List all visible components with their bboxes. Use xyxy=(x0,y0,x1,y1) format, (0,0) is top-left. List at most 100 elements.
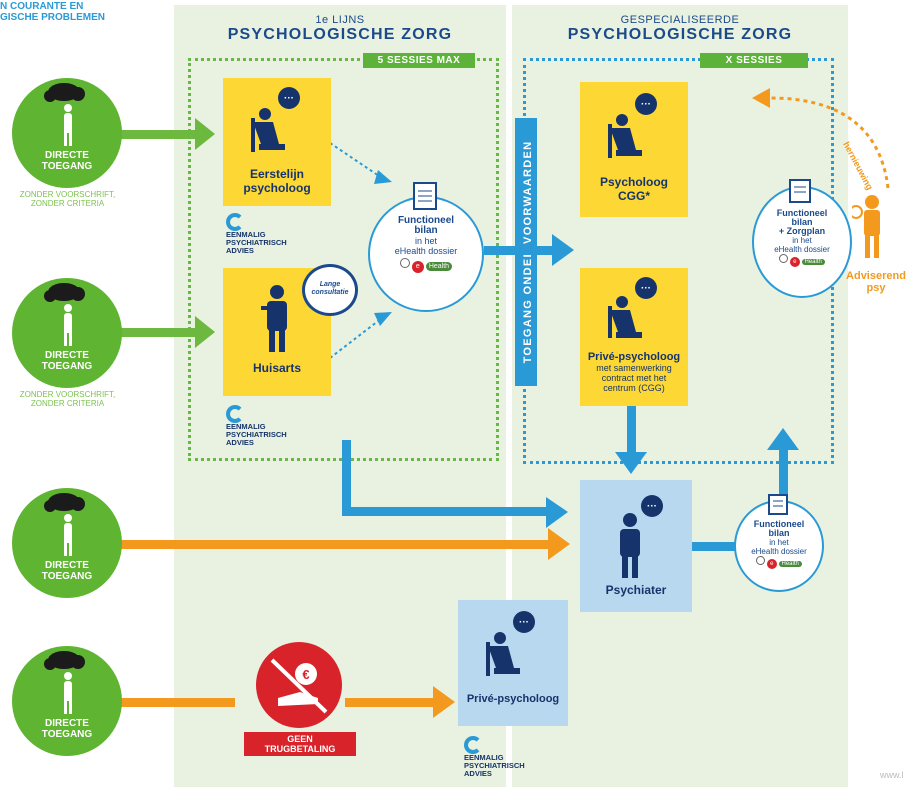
person-2-sub1: ZONDER VOORSCHRIFT, xyxy=(19,390,116,399)
bilan1-l3: in het xyxy=(414,236,438,246)
person-1-label1: DIRECTE xyxy=(45,150,89,161)
green-arrow-1 xyxy=(120,118,215,150)
person-3-label2: TOEGANG xyxy=(41,571,93,582)
svg-text:···: ··· xyxy=(641,99,651,110)
bilan1-l1: Functioneel xyxy=(397,215,455,226)
functioneel-bilan-1: Functioneel bilan in het eHealth dossier… xyxy=(368,182,484,312)
top-left-heading: N COURANTE EN GISCHE PROBLEMEN xyxy=(0,1,105,23)
bilan1-eh: Health xyxy=(425,262,453,271)
dotted-arrow-1 xyxy=(329,142,383,359)
prive-label: Privé-psycholoog xyxy=(466,693,560,705)
advies-2-l1: EENMALIG xyxy=(226,422,266,431)
person-1-sub2: ZONDER CRITERIA xyxy=(30,199,105,208)
bilan2-l4: in het xyxy=(792,236,812,245)
document-icon xyxy=(413,182,437,210)
person-3-label1: DIRECTE xyxy=(45,560,89,571)
advies-3-l2: PSYCHIATRISCH xyxy=(464,761,525,770)
person-2-label2: TOEGANG xyxy=(41,361,93,372)
svg-text:€: € xyxy=(302,667,309,682)
prive-cgg-l2: met samenwerking xyxy=(596,363,672,373)
watermark: www.l xyxy=(880,770,904,780)
huisarts-label: Huisarts xyxy=(252,361,302,375)
svg-text:···: ··· xyxy=(641,283,651,294)
psychologist-icon: ··· xyxy=(608,277,657,338)
eerstelijn-label1: Eerstelijn xyxy=(249,167,305,181)
blue-link-bilan3 xyxy=(690,542,738,551)
person-1-sub: ZONDER VOORSCHRIFT,ZONDER CRITERIA xyxy=(0,190,135,208)
bilan3-l4: eHealth dossier xyxy=(751,547,807,556)
psychologist-icon: ··· xyxy=(486,611,535,676)
svg-text:···: ··· xyxy=(284,93,294,104)
first-line-title: PSYCHOLOGISCHE ZORG xyxy=(227,26,453,43)
bilan1-l2: bilan xyxy=(414,225,438,236)
document-icon xyxy=(789,179,811,203)
person-icon xyxy=(44,493,85,556)
prive-cgg-l3: contract met het xyxy=(601,373,667,383)
no-euro-icon: € xyxy=(270,658,328,714)
top-left-heading-line2: GISCHE PROBLEMEN xyxy=(0,12,106,23)
cgg-l2: CGG* xyxy=(617,189,650,203)
advies-1-logo xyxy=(226,213,244,231)
advies-1-l3: ADVIES xyxy=(226,246,254,255)
eerstelijn-label2: psycholoog xyxy=(243,181,311,195)
prive-cgg-l1: Privé-psycholoog xyxy=(587,351,681,363)
ehealth-logo: e Health xyxy=(754,254,850,267)
ehealth-logo: e Health xyxy=(736,556,822,569)
blue-arrow-to-psychiater xyxy=(342,440,568,528)
geen-l1: GEEN xyxy=(287,734,313,744)
advies-1-l1: EENMALIG xyxy=(226,230,266,239)
renewal-curve xyxy=(769,96,890,189)
specialized-header: GESPECIALISEERDE PSYCHOLOGISCHE ZORG xyxy=(512,14,848,44)
psychiater-label: Psychiater xyxy=(605,583,667,597)
prive-psycholoog-card: ··· Privé-psycholoog xyxy=(458,600,568,726)
psychologist-icon: ··· xyxy=(608,93,657,158)
person-icon xyxy=(44,651,85,714)
psycholoog-cgg-card: ··· Psycholoog CGG* xyxy=(580,82,688,217)
person-2-sub: ZONDER VOORSCHRIFT,ZONDER CRITERIA xyxy=(0,390,135,408)
advies-2-logo xyxy=(226,405,244,423)
person-1-label2: TOEGANG xyxy=(41,161,93,172)
sessions-max-tag: 5 SESSIES MAX xyxy=(363,53,475,68)
person-1-sub1: ZONDER VOORSCHRIFT, xyxy=(19,190,116,199)
bilan3-l1: Functioneel xyxy=(753,519,805,529)
bilan3-l3: in het xyxy=(769,538,789,547)
functioneel-bilan-3: Functioneel bilan in het eHealth dossier… xyxy=(734,494,824,592)
first-line-small: 1e LIJNS xyxy=(315,14,365,26)
psychologist-icon: ··· xyxy=(251,87,300,152)
psychiater-card: ··· Psychiater xyxy=(580,480,692,612)
advies-3-l3: ADVIES xyxy=(464,769,492,778)
geen-l2: TRUGBETALING xyxy=(264,744,336,754)
functioneel-bilan-zorgplan: Functioneel bilan + Zorgplan in het eHea… xyxy=(752,179,852,298)
adviserend-l2: psy xyxy=(866,282,886,294)
bilan2-l3: + Zorgplan xyxy=(778,226,826,236)
bilan1-l4: eHealth dossier xyxy=(394,246,458,256)
document-icon xyxy=(768,494,788,515)
bilan2-eh: Health xyxy=(801,259,825,265)
bilan2-l5: eHealth dossier xyxy=(774,245,830,254)
eerstelijn-psycholoog-card: ··· Eerstelijn psycholoog xyxy=(223,78,331,206)
svg-text:···: ··· xyxy=(647,501,657,512)
blue-arrow-access xyxy=(484,234,574,266)
lange-l2: consultatie xyxy=(311,289,349,296)
advies-2-l2: PSYCHIATRISCH xyxy=(226,430,287,439)
bilan3-eh: Health xyxy=(778,561,802,567)
bilan2-l1: Functioneel xyxy=(776,208,828,218)
ehealth-logo: e Health xyxy=(370,258,482,273)
person-icon xyxy=(44,283,85,346)
advies-1-l2: PSYCHIATRISCH xyxy=(226,238,287,247)
first-line-header: 1e LIJNS PSYCHOLOGISCHE ZORG xyxy=(174,14,506,44)
adviserend-psy-label: Adviserend psy xyxy=(838,270,914,294)
psychiatrist-icon: ··· xyxy=(620,495,663,578)
green-arrow-2 xyxy=(120,316,215,348)
prive-psycholoog-cgg-card: ··· Privé-psycholoog met samenwerking co… xyxy=(580,268,688,406)
advies-3-logo xyxy=(464,736,482,754)
svg-text:···: ··· xyxy=(519,617,529,628)
